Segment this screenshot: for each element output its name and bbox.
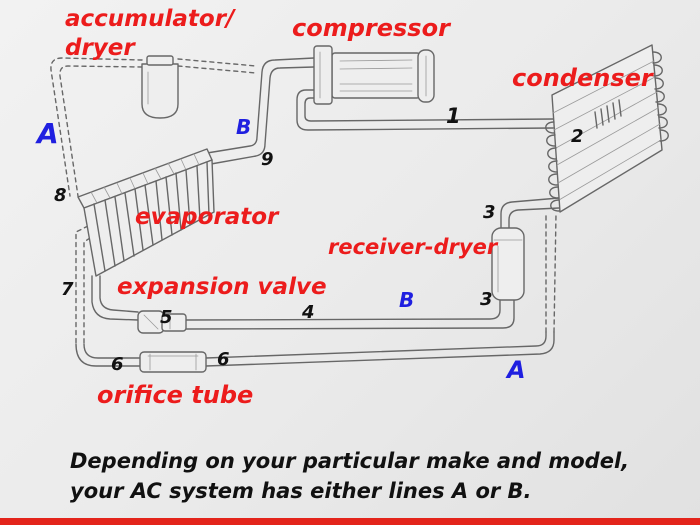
pipe-line-7	[91, 275, 139, 321]
pipe-line-a-right	[545, 213, 557, 333]
line-a-left-label: A	[37, 117, 59, 150]
point-1-label: 1	[446, 104, 461, 128]
accumulator-label: accumulator/	[65, 6, 235, 32]
footer-bar	[0, 518, 700, 525]
compressor-label: compressor	[292, 14, 450, 42]
line-b-lower-label: B	[399, 288, 415, 312]
point-4-label: 4	[302, 302, 315, 323]
point-6-right-label: 6	[217, 349, 230, 370]
pipe-line-3	[500, 197, 560, 230]
condenser-label: condenser	[512, 64, 653, 92]
pipe-line-1	[296, 89, 554, 131]
point-2-label: 2	[571, 126, 584, 147]
point-7-label: 7	[61, 279, 74, 300]
pipe-line-6-right	[205, 331, 555, 367]
point-6-left-label: 6	[111, 354, 124, 375]
receiver-dryer-drawing	[491, 227, 525, 301]
evaporator-drawing	[77, 148, 215, 277]
line-b-upper-label: B	[236, 115, 252, 139]
caption-line-1: Depending on your particular make and mo…	[70, 449, 630, 473]
line-a-lower-label: A	[507, 356, 526, 384]
orifice-tube-drawing	[139, 351, 207, 373]
caption-line-2: your AC system has either lines A or B.	[70, 479, 532, 503]
receiver-dryer-label: receiver-dryer	[328, 235, 498, 259]
orifice-tube-label: orifice tube	[97, 381, 254, 409]
pipe-line-4	[185, 299, 515, 330]
expansion-valve-label: expansion valve	[117, 274, 327, 300]
point-9-label: 9	[261, 149, 274, 170]
accumulator-dryer-drawing	[141, 55, 179, 119]
point-5-label: 5	[160, 307, 173, 328]
dryer-label: dryer	[65, 35, 135, 61]
pipe-line-a-accumulator	[50, 57, 257, 197]
pipe-line-6-left	[75, 343, 141, 367]
point-3-upper-label: 3	[483, 202, 496, 223]
pipe-line-a-left	[75, 225, 91, 345]
point-8-label: 8	[54, 185, 67, 206]
point-3-lower-label: 3	[480, 289, 493, 310]
evaporator-label: evaporator	[135, 204, 279, 230]
expansion-valve-drawing	[137, 310, 187, 334]
condenser-drawing	[545, 44, 669, 213]
pipe-line-9	[206, 57, 315, 165]
compressor-drawing	[313, 45, 435, 105]
